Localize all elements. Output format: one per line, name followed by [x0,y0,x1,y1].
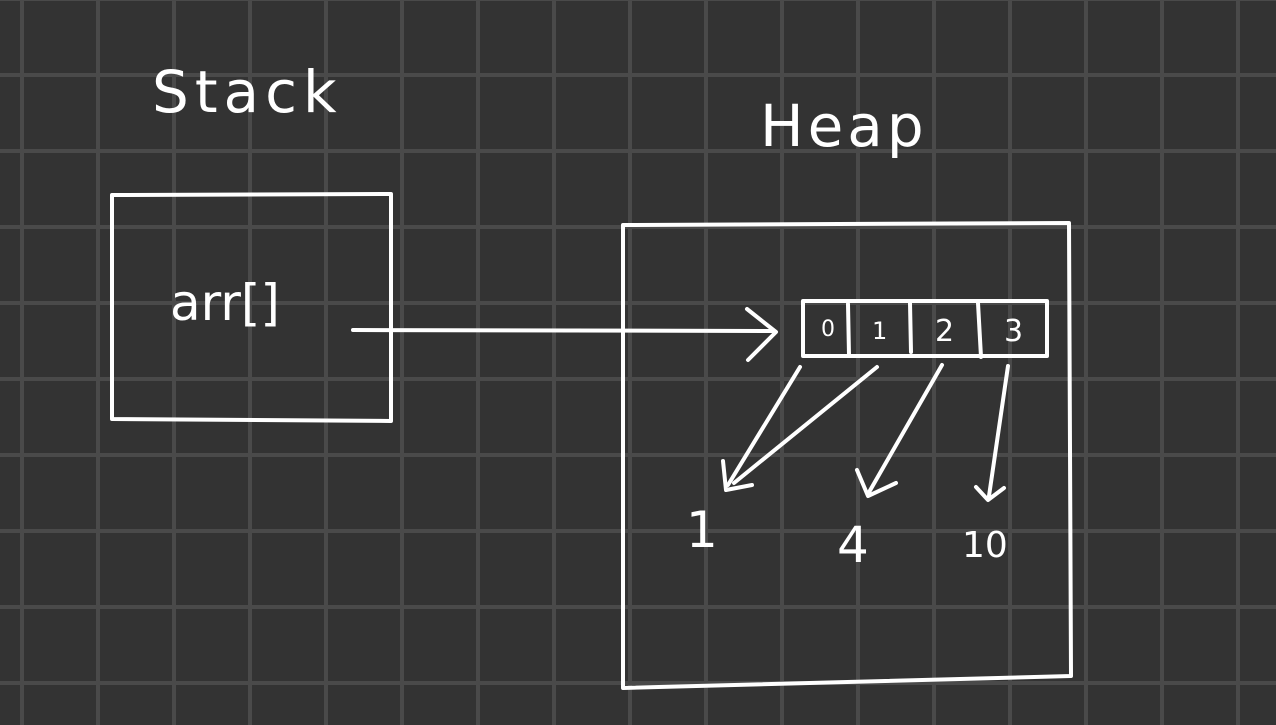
array-divider [908,301,913,354]
array-index-0: 0 [821,317,835,342]
element-arrow-head [855,468,898,498]
stack-variable-label: arr[] [170,274,280,332]
heap-array: 0 1 2 3 [801,299,1049,359]
element-arrow-2 [866,363,944,496]
array-divider [976,301,983,359]
stack-title: Stack [152,58,343,126]
element-arrow-head [721,459,754,492]
heap-value-10: 10 [962,525,1008,566]
array-index-3: 3 [1004,314,1023,349]
element-arrow-head [974,485,1006,502]
element-arrow-1 [732,365,879,485]
stack-frame-box [110,192,393,423]
element-arrow-0 [726,365,802,487]
heap-area-box [621,221,1073,690]
element-arrows [721,363,1010,502]
array-divider [846,302,851,357]
heap-value-1: 1 [686,501,718,559]
element-arrow-3 [987,364,1010,498]
reference-arrow-head [745,307,778,362]
array-outline [801,299,1049,358]
reference-arrow-line [351,328,774,333]
heap-title: Heap [760,92,928,160]
reference-arrow [351,307,778,362]
array-index-1: 1 [872,317,887,345]
heap-value-4: 4 [837,516,869,574]
array-index-2: 2 [935,314,954,349]
